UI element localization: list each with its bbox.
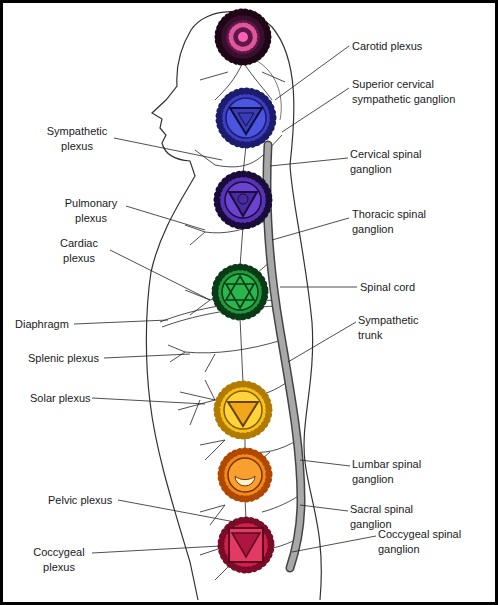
part-label: Coccygeal spinal ganglion bbox=[378, 527, 464, 557]
crescent bbox=[235, 476, 255, 486]
petals bbox=[221, 520, 271, 570]
disc bbox=[222, 274, 258, 310]
leader-line bbox=[126, 206, 205, 230]
petals bbox=[217, 174, 269, 226]
throat-chakra bbox=[217, 174, 269, 226]
leader-line bbox=[104, 354, 190, 358]
part-label: Pelvic plexus bbox=[48, 493, 148, 508]
part-label: Lumbar spinal ganglion bbox=[352, 457, 434, 487]
disc bbox=[226, 98, 266, 138]
part-label: Thoracic spinal ganglion bbox=[352, 207, 434, 237]
petals bbox=[219, 91, 273, 145]
petals bbox=[217, 384, 269, 436]
part-label: Sacral spinal ganglion bbox=[350, 502, 432, 532]
nerve bbox=[185, 220, 268, 267]
leader-line bbox=[300, 505, 348, 511]
triangle bbox=[230, 108, 262, 134]
nerve-lines bbox=[160, 62, 300, 580]
part-label: Carotid plexus bbox=[352, 39, 472, 54]
leader-line bbox=[292, 536, 376, 552]
solar-chakra bbox=[217, 384, 269, 436]
disc bbox=[225, 182, 261, 218]
part-label: Sympathetic plexus bbox=[38, 124, 116, 154]
leader-line bbox=[300, 460, 350, 466]
heart-chakra bbox=[215, 267, 265, 317]
part-label: Spinal cord bbox=[360, 280, 460, 295]
nerve bbox=[168, 340, 282, 372]
leader-line bbox=[270, 158, 348, 166]
triangle bbox=[226, 284, 254, 308]
part-label: Sympathetic trunk bbox=[358, 313, 438, 343]
center bbox=[238, 194, 248, 204]
part-label: Diaphragm bbox=[15, 317, 95, 332]
leader-line bbox=[114, 138, 222, 160]
root-chakra bbox=[221, 520, 271, 570]
leader-line bbox=[272, 218, 349, 240]
triangle bbox=[238, 113, 254, 126]
leader-line bbox=[74, 320, 168, 324]
disc bbox=[224, 391, 262, 429]
nerve bbox=[185, 260, 272, 383]
spinal-cord bbox=[267, 145, 301, 568]
leader-lines bbox=[74, 46, 376, 553]
triangle bbox=[226, 276, 254, 300]
part-label: Pulmonary plexus bbox=[55, 196, 127, 226]
spinal-cord-edge bbox=[267, 145, 301, 568]
part-label: Coccygeal plexus bbox=[26, 545, 92, 575]
petals bbox=[221, 451, 269, 499]
disc bbox=[226, 20, 260, 54]
part-label: Splenic plexus bbox=[28, 351, 128, 366]
disc bbox=[228, 458, 262, 492]
triangle bbox=[228, 402, 258, 426]
leader-line bbox=[92, 398, 205, 404]
square bbox=[229, 528, 263, 562]
brow-chakra bbox=[219, 91, 273, 145]
petals bbox=[215, 267, 265, 317]
leader-line bbox=[275, 46, 349, 100]
triangle bbox=[232, 533, 260, 557]
leader-line bbox=[118, 500, 235, 522]
inner-petals bbox=[231, 25, 255, 49]
part-label: Cardiac plexus bbox=[48, 236, 110, 266]
leader-line bbox=[288, 322, 356, 362]
leader-line bbox=[282, 88, 349, 132]
petals bbox=[218, 12, 268, 62]
sacral-chakra bbox=[221, 451, 269, 499]
triangle bbox=[229, 192, 257, 216]
leader-line bbox=[110, 250, 210, 300]
crown-chakra bbox=[218, 12, 268, 62]
part-label: Superior cervical sympathetic ganglion bbox=[352, 77, 470, 107]
leader-line bbox=[92, 546, 220, 553]
part-label: Cervical spinal ganglion bbox=[350, 147, 432, 177]
part-label: Solar plexus bbox=[30, 391, 120, 406]
leader-line bbox=[280, 287, 357, 288]
center bbox=[238, 32, 248, 42]
